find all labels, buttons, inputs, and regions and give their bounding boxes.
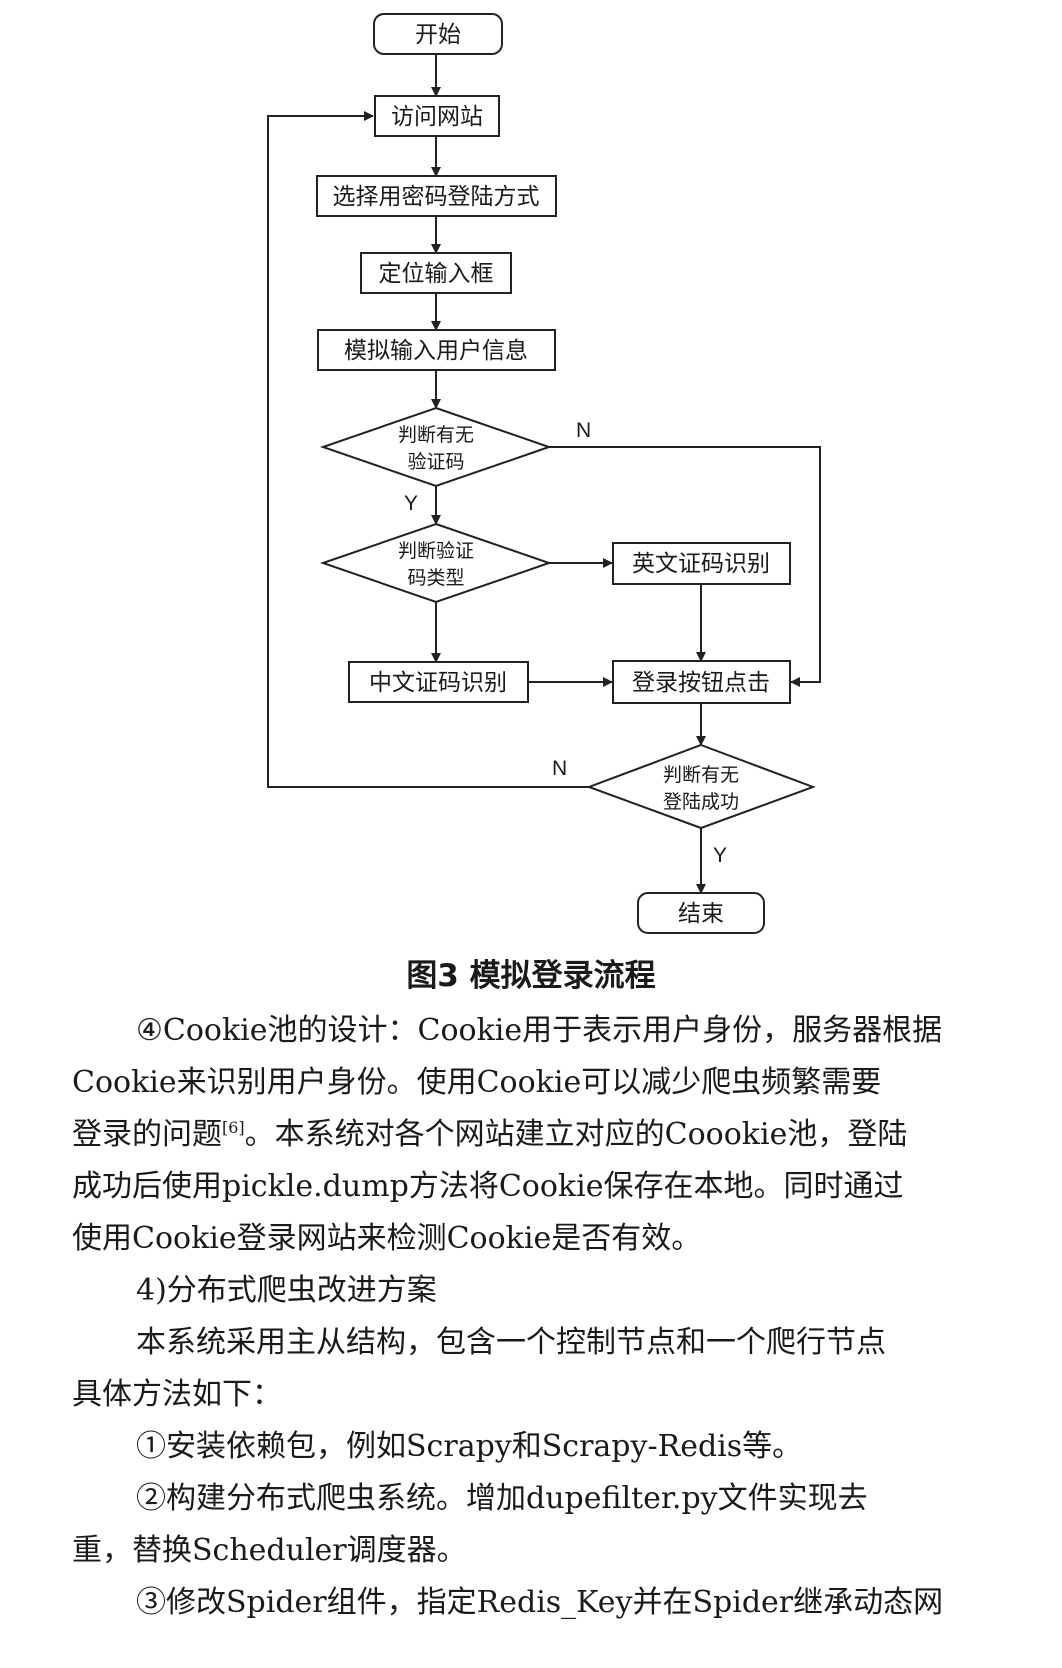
- paragraph-line: ③修改Spider组件，指定Redis_Key并在Spider继承动态网: [136, 1585, 944, 1620]
- svg-text:码类型: 码类型: [407, 567, 464, 589]
- yes-captcha-label: Y: [404, 492, 418, 515]
- paragraph-line: 使用Cookie登录网站来检测Cookie是否有效。: [72, 1221, 702, 1256]
- start-node: 开始: [373, 13, 503, 55]
- svg-text:选择用密码登陆方式: 选择用密码登陆方式: [333, 184, 540, 210]
- paragraph-line: 本系统采用主从结构，包含一个控制节点和一个爬行节点: [136, 1325, 886, 1360]
- paragraph-line: 重，替换Scheduler调度器。: [72, 1533, 467, 1568]
- paragraph-line: ②构建分布式爬虫系统。增加dupefilter.py文件实现去: [136, 1481, 868, 1516]
- section-heading: 4)分布式爬虫改进方案: [136, 1273, 437, 1308]
- login-success-decision: 判断有无 登陆成功: [586, 743, 816, 830]
- svg-text:验证码: 验证码: [407, 451, 464, 473]
- svg-text:英文证码识别: 英文证码识别: [632, 551, 770, 577]
- figure-caption: 图3 模拟登录流程: [406, 958, 656, 994]
- captcha-check-decision: 判断有无 验证码: [319, 406, 553, 488]
- locate-input-node: 定位输入框: [360, 252, 512, 294]
- chinese-captcha-node: 中文证码识别: [348, 661, 529, 703]
- svg-text:定位输入框: 定位输入框: [379, 261, 494, 287]
- paragraph-line: ①安装依赖包，例如Scrapy和Scrapy-Redis等。: [136, 1429, 803, 1464]
- paragraph-text: 登录的问题: [72, 1117, 222, 1152]
- svg-text:开始: 开始: [415, 22, 461, 48]
- choose-password-login-node: 选择用密码登陆方式: [316, 175, 557, 217]
- paragraph-line: 登录的问题[6]。本系统对各个网站建立对应的Coookie池，登陆: [72, 1109, 1022, 1161]
- svg-text:模拟输入用户信息: 模拟输入用户信息: [344, 338, 528, 364]
- paragraph-line: 成功后使用pickle.dump方法将Cookie保存在本地。同时通过: [72, 1169, 904, 1204]
- paragraph-text: 。本系统对各个网站建立对应的Coookie池，登陆: [244, 1117, 908, 1152]
- svg-text:登录按钮点击: 登录按钮点击: [632, 670, 770, 696]
- no-captcha-label: N: [576, 419, 591, 442]
- body-text: ④Cookie池的设计：Cookie用于表示用户身份，服务器根据 Cookie来…: [72, 1005, 1022, 1629]
- simulate-input-node: 模拟输入用户信息: [317, 329, 556, 371]
- citation-ref[interactable]: [6]: [222, 1118, 245, 1137]
- svg-text:判断有无: 判断有无: [663, 764, 739, 786]
- svg-text:中文证码识别: 中文证码识别: [369, 670, 507, 696]
- click-login-node: 登录按钮点击: [612, 660, 791, 704]
- captcha-type-decision: 判断验证 码类型: [319, 522, 553, 604]
- paragraph-line: 具体方法如下：: [72, 1377, 282, 1412]
- svg-text:登陆成功: 登陆成功: [663, 791, 739, 813]
- login-flowchart: 开始 访问网站 选择用密码登陆方式 定位输入框 模拟输入用户信息 判断有无 验证…: [267, 13, 821, 934]
- login-fail-label: N: [552, 757, 567, 780]
- svg-text:判断有无: 判断有无: [398, 424, 474, 446]
- svg-text:判断验证: 判断验证: [398, 540, 474, 562]
- svg-text:访问网站: 访问网站: [391, 104, 483, 130]
- english-captcha-node: 英文证码识别: [612, 542, 791, 585]
- svg-text:结束: 结束: [678, 901, 724, 927]
- visit-website-node: 访问网站: [374, 95, 500, 137]
- flow-connectors: [267, 54, 821, 894]
- paragraph-line: ④Cookie池的设计：Cookie用于表示用户身份，服务器根据: [136, 1013, 943, 1048]
- end-node: 结束: [637, 892, 765, 934]
- paragraph-line: Cookie来识别用户身份。使用Cookie可以减少爬虫频繁需要: [72, 1065, 882, 1100]
- login-ok-label: Y: [713, 844, 727, 867]
